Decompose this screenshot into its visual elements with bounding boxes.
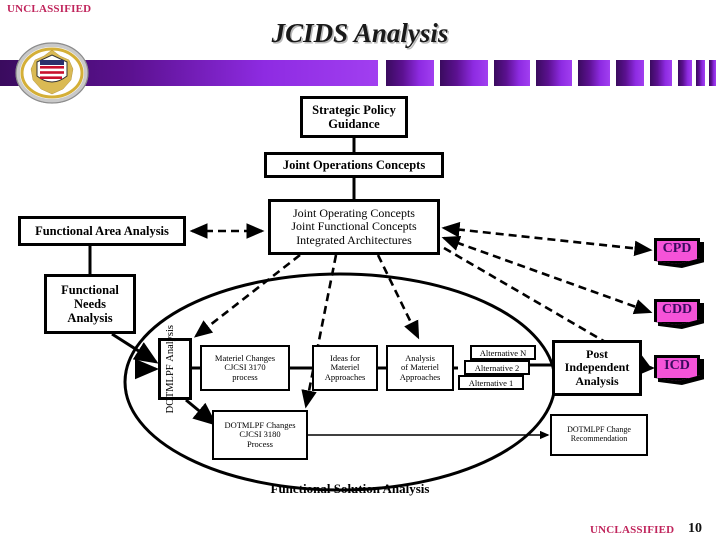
box-alternative-n[interactable]: Alternative N <box>470 345 536 360</box>
analysis-approaches-line-3: Approaches <box>399 371 441 382</box>
box-functional-area-analysis-label: Functional Area Analysis <box>35 224 169 238</box>
dotmlpf-rec-line-2: Recommendation <box>570 434 628 443</box>
box-alternative-1[interactable]: Alternative 1 <box>458 375 524 390</box>
box-analysis-of-materiel-approaches[interactable]: Analysis of Materiel Approaches <box>386 345 454 391</box>
banner-segment <box>494 60 530 86</box>
dotmlpf-changes-line-1: DOTMLPF Changes <box>224 419 296 430</box>
dotmlpf-analysis-line-2: Analysis <box>165 324 176 362</box>
banner-segment <box>386 60 434 86</box>
post-independent-line-3: Analysis <box>575 373 619 388</box>
post-independent-line-1: Post <box>586 346 608 361</box>
dotmlpf-rec-line-1: DOTMLPF Change <box>567 425 631 435</box>
functional-needs-line-3: Analysis <box>67 311 113 325</box>
box-functional-area-analysis[interactable]: Functional Area Analysis <box>18 216 186 246</box>
banner-segment <box>709 60 716 86</box>
box-joint-operations-concepts-label: Joint Operations Concepts <box>282 158 426 172</box>
box-alternative-2[interactable]: Alternative 2 <box>464 360 530 375</box>
flag-shape <box>654 355 700 381</box>
analysis-approaches-line-1: Analysis <box>405 352 435 363</box>
box-joint-concepts-architectures[interactable]: Joint Operating Concepts Joint Functiona… <box>268 199 440 255</box>
materiel-changes-line-2: CJCSI 3170 <box>224 362 266 373</box>
materiel-changes-line-3: process <box>232 371 258 382</box>
document-flag-cdd-label: CDD <box>661 302 693 317</box>
classification-banner-top: UNCLASSIFIED <box>7 3 92 15</box>
box-dotmlpf-changes-cjcsi-3180[interactable]: DOTMLPF Changes CJCSI 3180 Process <box>212 410 308 460</box>
joint-concepts-line-1: Joint Operating Concepts <box>293 205 415 220</box>
banner-segment <box>616 60 644 86</box>
decorative-banner-bar <box>0 60 720 86</box>
box-joint-operations-concepts[interactable]: Joint Operations Concepts <box>264 152 444 178</box>
banner-segment <box>696 60 705 86</box>
box-ideas-for-materiel-approaches[interactable]: Ideas for Materiel Approaches <box>312 345 378 391</box>
page-number: 10 <box>688 521 702 536</box>
document-flag-cpd-label: CPD <box>662 241 692 256</box>
joint-chiefs-of-staff-seal <box>15 42 89 104</box>
functional-needs-line-1: Functional <box>61 283 119 297</box>
box-materiel-changes-cjcsi-3170[interactable]: Materiel Changes CJCSI 3170 process <box>200 345 290 391</box>
box-dotmlpf-change-recommendation[interactable]: DOTMLPF Change Recommendation <box>550 414 648 456</box>
document-flag-icd[interactable]: ICD <box>654 355 704 385</box>
functional-needs-line-2: Needs <box>74 297 106 311</box>
ideas-line-1: Ideas for <box>330 352 360 363</box>
box-post-independent-analysis[interactable]: Post Independent Analysis <box>552 340 642 396</box>
document-flag-cpd[interactable]: CPD <box>654 238 704 268</box>
box-dotmlpf-analysis[interactable]: DOTMLPF Analysis <box>158 325 192 413</box>
classification-banner-bottom: UNCLASSIFIED <box>590 524 675 536</box>
banner-segment <box>678 60 692 86</box>
dotmlpf-changes-line-3: Process <box>247 438 273 449</box>
ideas-line-3: Approaches <box>324 371 366 382</box>
joint-concepts-line-2: Joint Functional Concepts <box>291 219 417 234</box>
banner-segment <box>578 60 610 86</box>
document-flag-cdd[interactable]: CDD <box>654 299 704 329</box>
box-strategic-policy-guidance[interactable]: Strategic Policy Guidance <box>300 96 408 138</box>
dotmlpf-analysis-line-1: DOTMLPF <box>165 364 176 414</box>
box-functional-needs-analysis[interactable]: Functional Needs Analysis <box>44 274 136 334</box>
banner-segment <box>650 60 672 86</box>
page-title: JCIDS Analysis <box>271 18 449 48</box>
analysis-approaches-line-2: of Materiel <box>401 362 439 373</box>
box-strategic-policy-guidance-label: Strategic Policy Guidance <box>312 103 396 131</box>
document-flag-icd-label: ICD <box>664 358 690 373</box>
dotmlpf-changes-line-2: CJCSI 3180 <box>239 429 281 440</box>
joint-concepts-line-3: Integrated Architectures <box>296 232 412 247</box>
materiel-changes-line-1: Materiel Changes <box>214 352 276 363</box>
flag-shape <box>654 299 700 325</box>
caption-functional-solution-analysis: Functional Solution Analysis <box>270 481 430 496</box>
banner-segment <box>536 60 572 86</box>
banner-segment <box>440 60 488 86</box>
flag-shape <box>654 238 700 264</box>
ideas-line-2: Materiel <box>330 362 360 373</box>
post-independent-line-2: Independent <box>564 360 630 375</box>
